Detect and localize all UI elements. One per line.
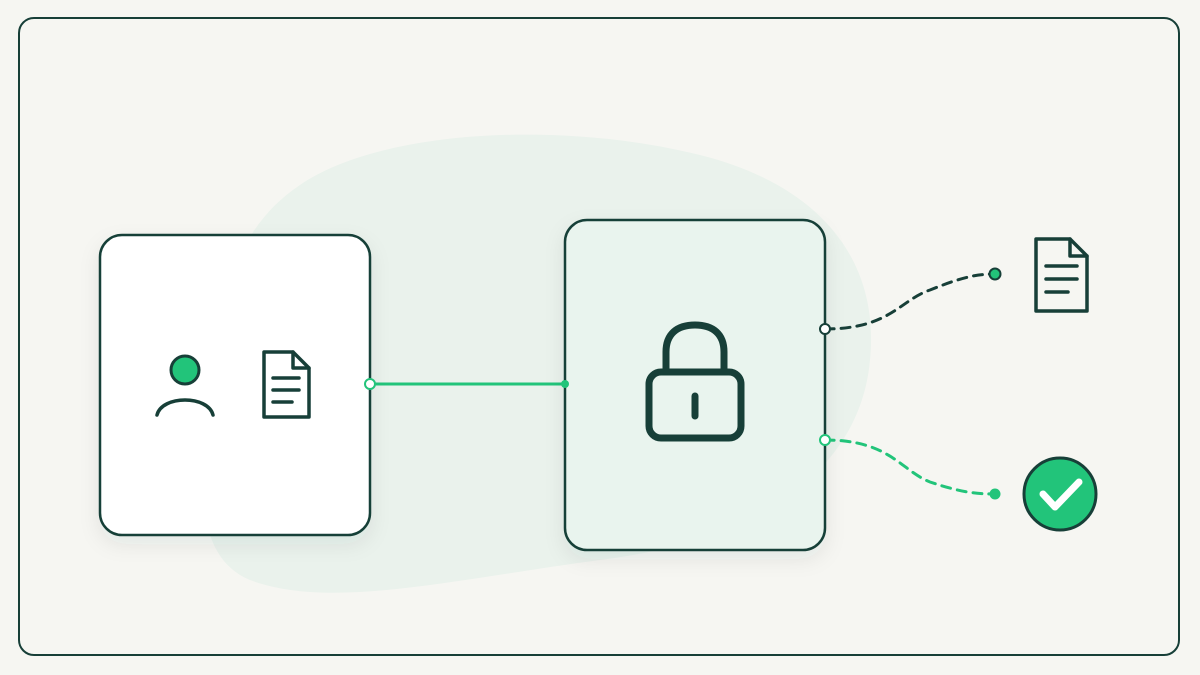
document-icon [262,350,311,419]
port-vault-in [561,380,569,388]
vault-card [563,218,827,552]
user-icon [155,354,215,417]
lock-icon [645,321,745,442]
port-vault-out-verified [819,434,831,446]
input-card [98,233,372,537]
port-input-out [364,378,376,390]
port-verified-in [989,488,1001,500]
port-document-in [988,267,1002,281]
check-circle-icon [1022,456,1098,532]
output-document-icon [1034,237,1089,313]
port-vault-out-document [819,323,831,335]
edge-vault-to-document [823,272,997,331]
edge-vault-to-verified [823,438,997,496]
